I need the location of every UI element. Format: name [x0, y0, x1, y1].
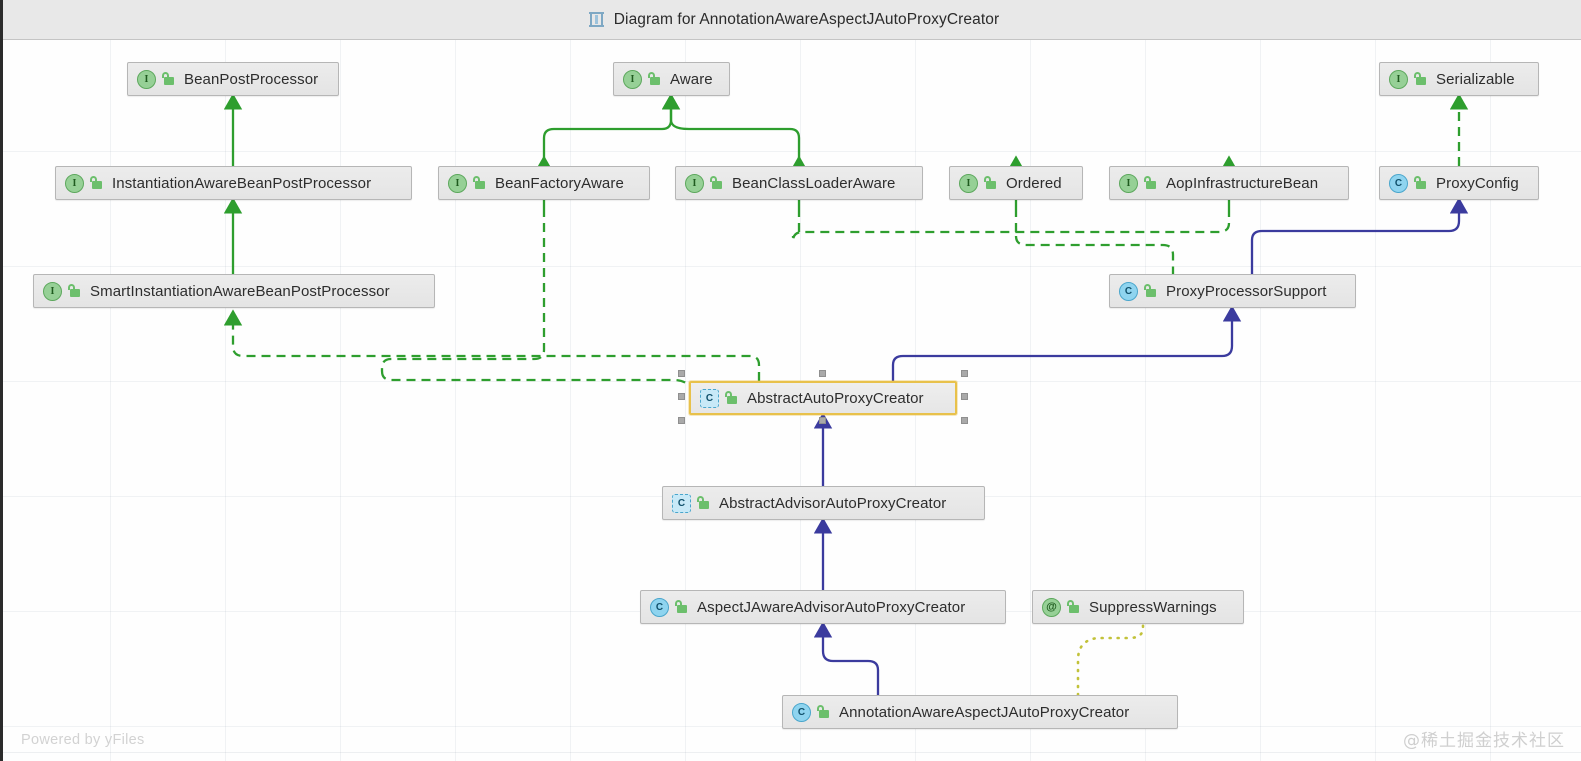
edge-pps-to-aib-route [791, 222, 1231, 243]
edge-aaajapc-to-ajaapc [813, 621, 880, 695]
edge-bfa-to-aware [542, 93, 681, 166]
class-node-label: Aware [670, 70, 713, 88]
interface-badge-icon: I [959, 173, 978, 193]
public-visibility-icon [816, 705, 830, 719]
edge-aapc-to-siabpp [223, 309, 761, 381]
edge-aapc-to-bfa-v [380, 208, 546, 371]
public-visibility-icon [724, 391, 738, 405]
class-node-label: BeanClassLoaderAware [732, 174, 896, 192]
class-node-label: InstantiationAwareBeanPostProcessor [112, 174, 372, 192]
selection-handle[interactable] [819, 370, 826, 377]
class-badge-icon: C [650, 597, 669, 617]
selection-handle[interactable] [678, 417, 685, 424]
class-node-label: Serializable [1436, 70, 1515, 88]
public-visibility-icon [983, 176, 997, 190]
interface-badge-icon: I [448, 173, 467, 193]
public-visibility-icon [709, 176, 723, 190]
edge-bcla-to-aware [661, 93, 801, 166]
class-node-AbstractAutoProxyCreator[interactable]: C AbstractAutoProxyCreator [689, 381, 957, 415]
class-node-ProxyConfig[interactable]: C ProxyConfig [1379, 166, 1539, 200]
class-node-AnnotationAwareAspectJAutoProxyCreator[interactable]: C AnnotationAwareAspectJAutoProxyCreator [782, 695, 1178, 729]
public-visibility-icon [89, 176, 103, 190]
edge-pps-to-proxyconfig [1250, 197, 1469, 274]
abstract-badge-icon: C [700, 388, 719, 408]
interface-badge-icon: I [685, 173, 704, 193]
public-visibility-icon [472, 176, 486, 190]
class-node-SuppressWarnings[interactable]: @ SuppressWarnings [1032, 590, 1244, 624]
window-title-bar: Diagram for AnnotationAwareAspectJAutoPr… [3, 0, 1581, 40]
class-node-label: SmartInstantiationAwareBeanPostProcessor [90, 282, 390, 300]
edge-aapc-to-pps [891, 305, 1242, 381]
class-node-AopInfrastructureBean[interactable]: I AopInfrastructureBean [1109, 166, 1349, 200]
class-node-Serializable[interactable]: I Serializable [1379, 62, 1539, 96]
class-node-Ordered[interactable]: I Ordered [949, 166, 1083, 200]
diagram-icon [588, 12, 605, 27]
interface-badge-icon: I [65, 173, 84, 193]
selection-handle[interactable] [961, 417, 968, 424]
class-node-AspectJAwareAdvisorAutoProxyCreator[interactable]: C AspectJAwareAdvisorAutoProxyCreator [640, 590, 1006, 624]
class-node-label: BeanFactoryAware [495, 174, 624, 192]
public-visibility-icon [1143, 176, 1157, 190]
class-node-ProxyProcessorSupport[interactable]: C ProxyProcessorSupport [1109, 274, 1356, 308]
yfiles-watermark: Powered by yFiles [21, 732, 145, 748]
interface-badge-icon: I [623, 69, 642, 89]
interface-badge-icon: I [137, 69, 156, 89]
interface-badge-icon: I [43, 281, 62, 301]
class-node-label: AnnotationAwareAspectJAutoProxyCreator [839, 703, 1130, 721]
class-node-label: SuppressWarnings [1089, 598, 1217, 616]
class-node-BeanPostProcessor[interactable]: I BeanPostProcessor [127, 62, 339, 96]
class-node-label: AopInfrastructureBean [1166, 174, 1319, 192]
canvas-bottom-divider [3, 752, 1581, 753]
public-visibility-icon [647, 72, 661, 86]
selection-handle[interactable] [678, 393, 685, 400]
selection-handle[interactable] [819, 417, 826, 424]
public-visibility-icon [696, 496, 710, 510]
class-node-InstantiationAwareBeanPostProcessor[interactable]: I InstantiationAwareBeanPostProcessor [55, 166, 412, 200]
class-node-label: Ordered [1006, 174, 1062, 192]
class-node-AbstractAdvisorAutoProxyCreator[interactable]: C AbstractAdvisorAutoProxyCreator [662, 486, 985, 520]
class-node-label: ProxyProcessorSupport [1166, 282, 1327, 300]
class-badge-icon: C [1119, 281, 1138, 301]
public-visibility-icon [161, 72, 175, 86]
public-visibility-icon [674, 600, 688, 614]
page-title: Diagram for AnnotationAwareAspectJAutoPr… [613, 10, 1000, 28]
class-badge-icon: C [1389, 173, 1408, 193]
class-node-BeanClassLoaderAware[interactable]: I BeanClassLoaderAware [675, 166, 923, 200]
selection-handle[interactable] [961, 370, 968, 377]
interface-badge-icon: I [1119, 173, 1138, 193]
public-visibility-icon [1413, 72, 1427, 86]
public-visibility-icon [67, 284, 81, 298]
edge-aapc-to-bfa-h [380, 370, 690, 386]
class-node-Aware[interactable]: I Aware [613, 62, 730, 96]
class-node-label: BeanPostProcessor [184, 70, 319, 88]
selection-handle[interactable] [678, 370, 685, 377]
interface-badge-icon: I [1389, 69, 1408, 89]
abstract-badge-icon: C [672, 493, 691, 513]
public-visibility-icon [1143, 284, 1157, 298]
class-node-SmartInstantiationAwareBeanPostProcessor[interactable]: I SmartInstantiationAwareBeanPostProcesso… [33, 274, 435, 308]
class-node-label: AbstractAdvisorAutoProxyCreator [719, 494, 947, 512]
public-visibility-icon [1413, 176, 1427, 190]
community-watermark: @稀土掘金技术社区 [1403, 731, 1565, 751]
class-badge-icon: C [792, 702, 811, 722]
annotation-badge-icon: @ [1042, 597, 1061, 617]
public-visibility-icon [1066, 600, 1080, 614]
edge-pps-to-ordered-route [1014, 235, 1175, 274]
class-node-label: ProxyConfig [1436, 174, 1519, 192]
class-node-label: AbstractAutoProxyCreator [747, 389, 924, 407]
class-node-label: AspectJAwareAdvisorAutoProxyCreator [697, 598, 966, 616]
selection-handle[interactable] [961, 393, 968, 400]
class-node-BeanFactoryAware[interactable]: I BeanFactoryAware [438, 166, 650, 200]
